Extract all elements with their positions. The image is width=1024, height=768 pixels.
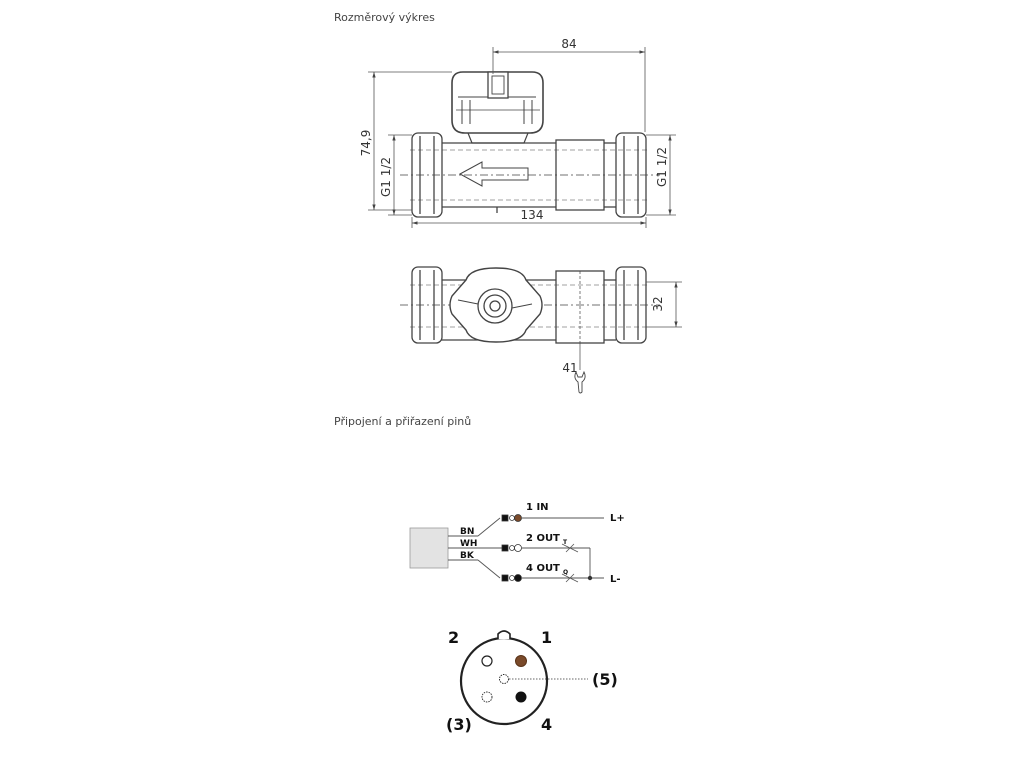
dim-wrench: 41 [562,361,577,375]
pin1-label: 1 IN [526,502,549,513]
pin2-sub: T [563,539,568,546]
dim-depth: 32 [651,296,665,311]
pin-2-dot [481,655,493,667]
dim-thread-left: G1 1/2 [379,157,393,197]
pin-4-dot [515,691,527,703]
pin2-label: 2 OUT [526,533,560,544]
dim-width-top: 84 [561,37,576,51]
wire-wh-label: WH [460,539,477,549]
pin-1-dot [515,655,527,667]
pin-3-dot [481,691,493,703]
connector-pin-4: 4 [541,715,552,734]
connector-pinout: 2 1 (5) (3) 4 [446,628,618,734]
wiring-section-title: Připojení a přiřazení pinů [334,415,472,428]
connector-pin-1: 1 [541,628,552,647]
pin4-sub: Q [563,569,568,576]
dim-height: 74,9 [359,130,373,157]
connector-pin-2: 2 [448,628,459,647]
dim-thread-right: G1 1/2 [655,147,669,187]
wiring-diagram: BN WH BK 1 IN 2 OUT T 4 OUT Q L+ L- [409,502,625,585]
l-minus-label: L- [610,574,621,585]
pin4-label: 4 OUT [526,563,560,574]
wire-bn-label: BN [460,527,474,537]
connector-key [497,630,511,639]
connector-pin-5: (5) [592,670,618,689]
sensor-box [409,527,449,569]
drawing-section-title: Rozměrový výkres [334,11,435,24]
wire-bk-label: BK [460,551,475,561]
side-view [400,71,660,218]
connector-pin-3: (3) [446,715,472,734]
pin-5-dot [499,674,509,684]
dim-length: 134 [521,208,544,222]
l-plus-label: L+ [610,513,625,524]
top-view [400,266,660,394]
